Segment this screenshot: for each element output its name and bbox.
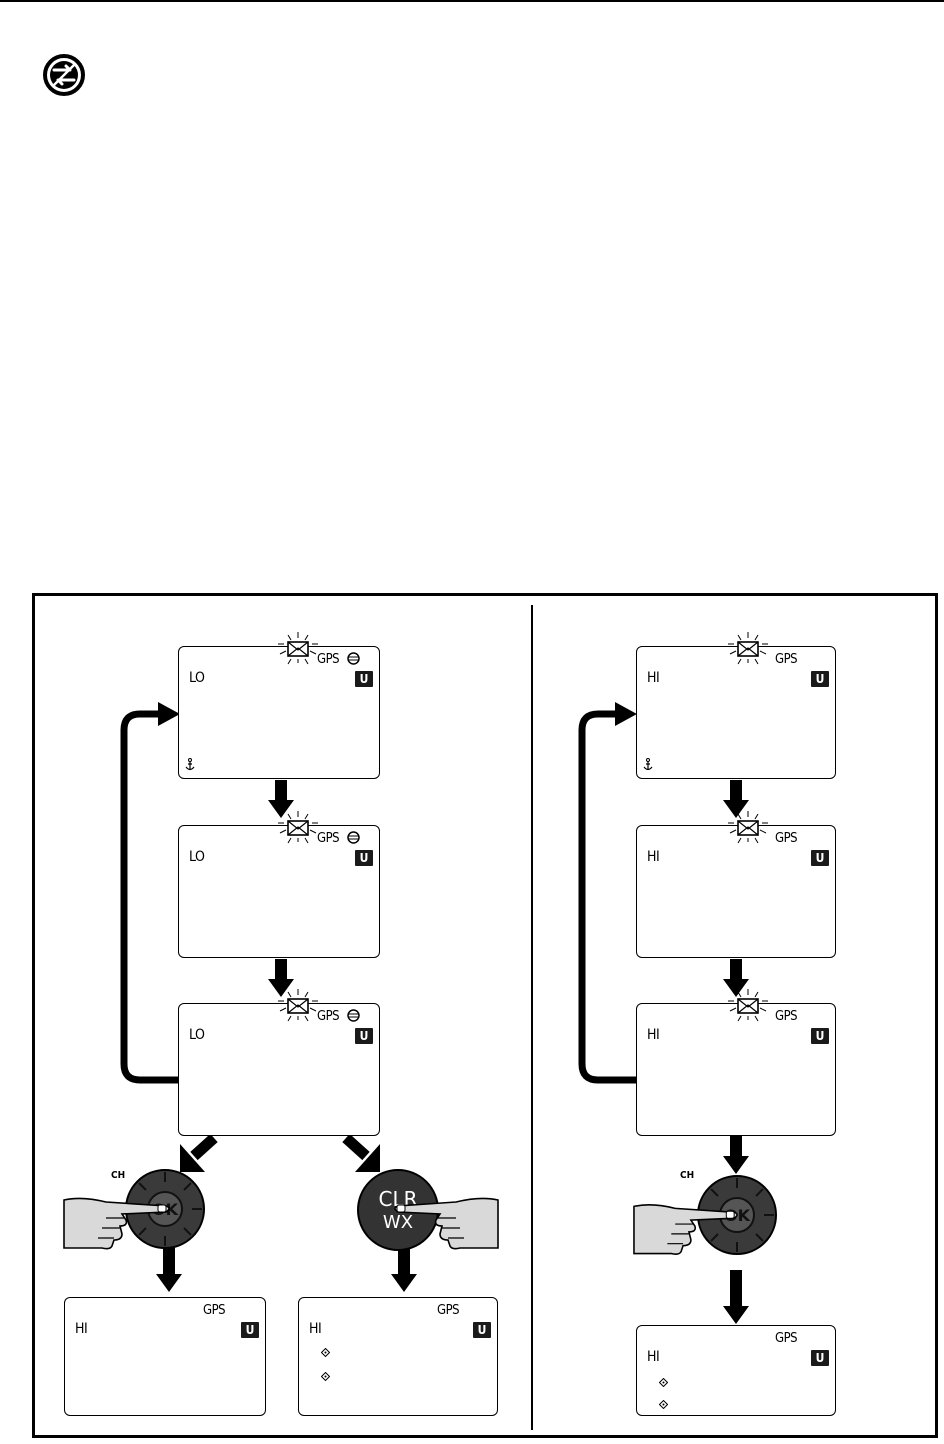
pointing-hand-icon (63, 1197, 170, 1250)
diamond-bullet-icon (659, 1378, 668, 1387)
left-result-clr-screen: HI GPS U (298, 1297, 498, 1416)
gps-label: GPS (203, 1303, 226, 1318)
u-badge: U (811, 1350, 829, 1366)
flashing-envelope-icon (278, 989, 318, 1022)
gps-label: GPS (437, 1303, 460, 1318)
u-badge: U (811, 1028, 829, 1044)
flashing-envelope-icon (728, 811, 768, 844)
flashing-envelope-icon (728, 989, 768, 1022)
panel-divider (531, 605, 533, 1430)
left-result-ok-screen: HI GPS U (64, 1297, 266, 1416)
globe-icon (347, 1009, 360, 1022)
pointing-hand-icon (633, 1204, 738, 1255)
flashing-envelope-icon (278, 811, 318, 844)
left-screen-1: LO GPS U (178, 646, 380, 779)
flashing-envelope-icon (278, 632, 318, 665)
power-level: HI (647, 849, 660, 865)
right-screen-1: HI GPS U (636, 646, 836, 779)
u-badge: U (473, 1322, 491, 1338)
power-level: HI (647, 1349, 660, 1365)
pointing-hand-icon (394, 1197, 499, 1250)
ch-label: CH (111, 1170, 126, 1181)
power-level: HI (75, 1321, 88, 1337)
gps-label: GPS (317, 652, 340, 667)
right-result-screen: HI GPS U (636, 1325, 836, 1416)
diamond-bullet-icon (659, 1400, 668, 1409)
anchor-icon (643, 758, 653, 771)
gps-label: GPS (775, 652, 798, 667)
power-level: LO (189, 1027, 205, 1043)
globe-icon (347, 831, 360, 844)
power-level: HI (647, 1027, 660, 1043)
gps-label: GPS (317, 1009, 340, 1024)
u-badge: U (355, 1028, 373, 1044)
wx-label: WX (383, 1212, 413, 1233)
right-screen-2: HI GPS U (636, 825, 836, 958)
anchor-icon (185, 758, 195, 771)
u-badge: U (355, 850, 373, 866)
gps-label: GPS (775, 1331, 798, 1346)
globe-icon (347, 652, 360, 665)
diamond-bullet-icon (321, 1348, 330, 1357)
gps-label: GPS (317, 831, 340, 846)
diamond-bullet-icon (321, 1372, 330, 1381)
u-badge: U (355, 671, 373, 687)
gps-label: GPS (775, 831, 798, 846)
ch-label: CH (680, 1170, 695, 1181)
left-screen-3: LO GPS U (178, 1003, 380, 1136)
power-level: HI (309, 1321, 322, 1337)
u-badge: U (811, 671, 829, 687)
power-level: HI (647, 670, 660, 686)
diagram-frame (32, 593, 938, 1438)
left-screen-2: LO GPS U (178, 825, 380, 958)
power-level: LO (189, 849, 205, 865)
right-screen-3: HI GPS U (636, 1003, 836, 1136)
top-rule (0, 0, 944, 2)
u-badge: U (241, 1322, 259, 1338)
flashing-envelope-icon (728, 632, 768, 665)
no-symbol-icon (43, 54, 85, 96)
gps-label: GPS (775, 1009, 798, 1024)
u-badge: U (811, 850, 829, 866)
power-level: LO (189, 670, 205, 686)
